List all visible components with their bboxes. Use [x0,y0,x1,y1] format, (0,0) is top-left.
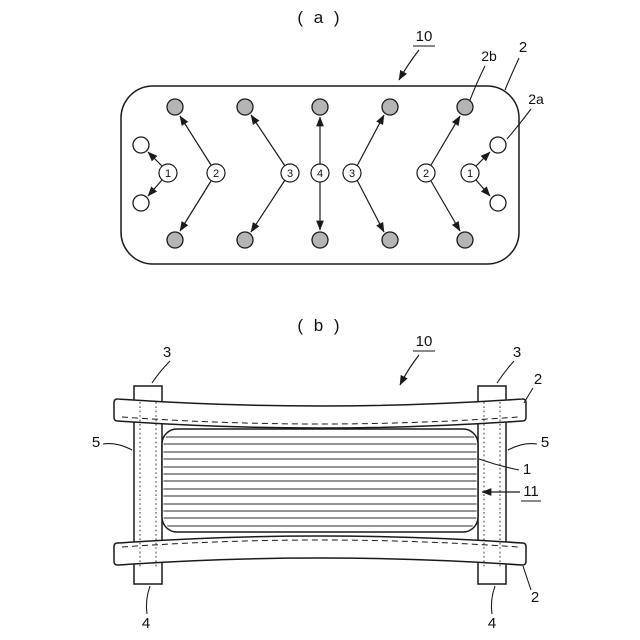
gray-dot [311,98,329,116]
gray-dot [236,98,254,116]
figure-a-title: ( a ) [297,8,342,27]
ref-2a-leader [506,108,532,140]
ref-label-2a-fig: 2 [519,39,527,56]
gray-dot [166,231,184,249]
seq-arrow [475,151,491,167]
gray-dot [456,231,474,249]
seq-step-circle [342,163,362,183]
figure-a: ( a ) [120,8,544,265]
seq-arrow [147,151,163,167]
bottom-bar-hidden-edge [121,539,519,548]
seq-step-circle [206,163,226,183]
seq-arrow [475,179,491,197]
seq-step-circle [460,163,480,183]
ref-label-1: 1 [523,461,531,478]
white-dot [489,194,507,212]
seq-step-circle [158,163,178,183]
top-bar-hidden-edge [121,416,519,425]
seq-step-number: 3 [349,168,355,180]
gray-dot [456,98,474,116]
gray-dot [166,98,184,116]
seq-arrow [250,179,286,233]
seq-step-number: 1 [467,168,473,180]
ref-4-right-leader [490,585,496,615]
sequence-step-circles: 1 2 3 4 3 2 1 [158,163,480,183]
figure-b-title: ( b ) [297,316,342,335]
seq-step-number: 2 [423,168,429,180]
bottom-cross-bar [113,535,527,566]
ref-label-5-right: 5 [541,434,549,451]
ref-2-bottom-leader [522,565,532,591]
seq-arrow [356,179,385,233]
seq-arrow [250,114,286,167]
ref-label-10b: 10 [416,333,433,350]
ref-2b-leader [469,65,486,101]
ref-label-2-bottom: 2 [531,589,539,606]
ref-label-3-right: 3 [513,344,521,361]
stimulator-dots-top-row [166,98,474,116]
ref-label-2b: 2b [481,48,497,64]
gray-dot [381,231,399,249]
ref-1-leader [478,458,520,471]
white-dot [489,136,507,154]
stimulator-dots-sides [132,136,507,212]
gray-dot [381,98,399,116]
ref-3-left-leader [151,360,171,384]
seq-step-number: 1 [165,168,171,180]
seq-arrow [179,115,212,166]
top-cross-bar [113,398,527,429]
ref-label-3-left: 3 [163,344,171,361]
ref-4-left-leader [145,585,151,615]
seq-arrow [430,115,461,166]
figure-b-reference-labels: 10 3 3 2 5 5 1 11 2 4 4 [92,333,549,632]
ref-2-leader [504,57,520,91]
ref-10b-arrow [399,354,420,386]
ref-label-4-right: 4 [488,615,496,632]
ref-label-4-left: 4 [142,615,150,632]
seq-step-circle [416,163,436,183]
seq-arrow [179,180,212,232]
figure-a-reference-labels: 10 2b 2 2a [398,28,544,140]
gray-dot [311,231,329,249]
ref-5-left-leader [102,443,133,451]
seq-arrow [430,180,461,232]
sequence-arrows [147,114,491,233]
ref-3-right-leader [496,360,515,384]
gray-dot [236,231,254,249]
white-dot [132,136,150,154]
seq-step-number: 2 [213,168,219,180]
seq-step-number: 3 [287,168,293,180]
post-hidden-lines [139,402,501,569]
ref-label-5-left: 5 [92,434,100,451]
seq-arrow [356,114,385,167]
ref-label-2-top: 2 [534,371,542,388]
ref-10a-arrow [398,49,420,81]
ref-5-right-leader [507,443,538,451]
stimulator-dots-bottom-row [166,231,474,249]
ref-2-top-leader [523,387,534,404]
seq-step-circle [310,163,330,183]
seq-step-circle [280,163,300,183]
ref-label-10a: 10 [416,28,433,45]
seq-arrow [147,179,163,197]
seq-step-number: 4 [317,168,323,180]
white-dot [132,194,150,212]
sheet-stack-hatch-lines [163,436,477,527]
ref-label-2a: 2a [528,91,544,107]
ref-label-11: 11 [523,483,539,500]
figure-b: ( b ) [92,316,549,632]
